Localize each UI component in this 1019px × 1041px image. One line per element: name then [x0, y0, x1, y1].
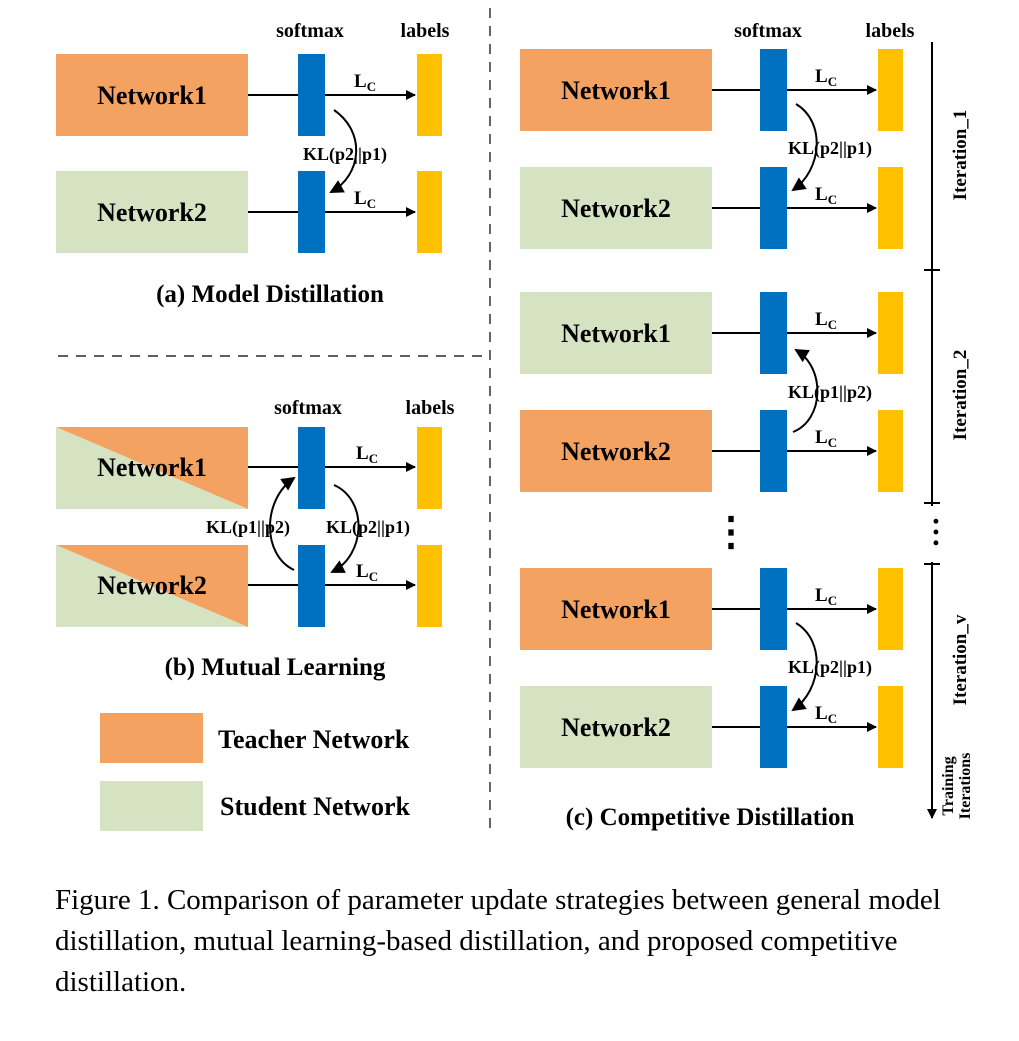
loss-label: LC — [354, 71, 376, 94]
network2-label: Network2 — [561, 713, 671, 742]
iteration-v-label: Iteration_v — [950, 614, 971, 705]
loss-label: LC — [815, 585, 837, 608]
labels-header: labels — [866, 20, 915, 42]
teacher-network-block — [520, 568, 712, 650]
student-network-block — [520, 686, 712, 768]
panel-b-title: (b) Mutual Learning — [165, 654, 386, 681]
panel-a-title: (a) Model Distillation — [156, 281, 384, 308]
kl-label: KL(p1||p2) — [206, 517, 290, 538]
network1-label: Network1 — [97, 453, 207, 482]
legend-teacher-swatch — [100, 713, 203, 763]
mixed-network-block-teacher-half — [56, 427, 248, 509]
kl-label: KL(p2||p1) — [326, 517, 410, 538]
labels-block — [417, 545, 442, 627]
loss-label: LC — [815, 309, 837, 332]
softmax-block — [760, 686, 787, 768]
mixed-network-block-teacher-half — [56, 545, 248, 627]
kl-curved-arrow-left — [269, 476, 296, 571]
panel-c-competitive-distillation: softmax labels Network1 Network2 Network… — [520, 20, 974, 831]
labels-block — [878, 167, 903, 249]
student-network-block — [520, 167, 712, 249]
labels-block — [878, 292, 903, 374]
kl-label: KL(p2||p1) — [788, 657, 872, 678]
softmax-header: softmax — [276, 20, 344, 42]
iteration-2-label: Iteration_2 — [950, 350, 971, 441]
labels-header: labels — [406, 397, 455, 419]
training-iterations-label: Training — [940, 756, 957, 815]
kl-curved-arrow — [791, 103, 818, 192]
labels-block — [417, 427, 442, 509]
network1-label: Network1 — [561, 595, 671, 624]
softmax-block — [760, 410, 787, 492]
continuation-dots: ⋮ — [711, 509, 751, 554]
panel-b-mutual-learning: softmax labels Network1 Network2 LC LC K… — [56, 397, 455, 681]
kl-label: KL(p2||p1) — [788, 138, 872, 159]
kl-label: KL(p2||p1) — [303, 144, 387, 165]
panel-c-title: (c) Competitive Distillation — [566, 804, 855, 831]
legend-student-label: Student Network — [220, 792, 410, 821]
softmax-block — [298, 171, 325, 253]
network2-label: Network2 — [97, 571, 207, 600]
network2-label: Network2 — [561, 437, 671, 466]
loss-label: LC — [815, 66, 837, 89]
network1-label: Network1 — [561, 76, 671, 105]
legend-student-swatch — [100, 781, 203, 831]
softmax-block — [760, 292, 787, 374]
teacher-network-block — [520, 49, 712, 131]
labels-header: labels — [401, 20, 450, 42]
loss-label: LC — [815, 703, 837, 726]
loss-label: LC — [356, 443, 378, 466]
softmax-block — [298, 545, 325, 627]
figure-caption: Figure 1. Comparison of parameter update… — [55, 884, 941, 998]
labels-block — [878, 568, 903, 650]
softmax-header: softmax — [734, 20, 802, 42]
teacher-network-block — [56, 54, 248, 136]
softmax-header: softmax — [274, 397, 342, 419]
legend-teacher-label: Teacher Network — [218, 725, 410, 754]
softmax-block — [298, 54, 325, 136]
network1-label: Network1 — [97, 81, 207, 110]
labels-block — [878, 49, 903, 131]
loss-label: LC — [356, 561, 378, 584]
network1-label: Network1 — [561, 319, 671, 348]
axis-continuation-dots: • • • — [926, 518, 946, 546]
kl-curved-arrow — [329, 109, 358, 193]
panel-a-model-distillation: softmax labels Network1 Network2 LC LC K… — [56, 20, 450, 308]
labels-block — [878, 410, 903, 492]
loss-label: LC — [815, 184, 837, 207]
distillation-diagram: softmax labels Network1 Network2 LC LC K… — [56, 8, 974, 835]
kl-curved-arrow — [791, 622, 818, 712]
legend: Teacher Network Student Network — [100, 713, 410, 831]
kl-curved-arrow-right — [330, 484, 360, 573]
student-network-block — [56, 171, 248, 253]
iteration-1-label: Iteration_1 — [950, 110, 971, 201]
network2-label: Network2 — [97, 198, 207, 227]
kl-curved-arrow — [792, 348, 819, 433]
softmax-block — [298, 427, 325, 509]
softmax-block — [760, 49, 787, 131]
labels-block — [417, 171, 442, 253]
loss-label: LC — [354, 188, 376, 211]
kl-label: KL(p1||p2) — [788, 382, 872, 403]
softmax-block — [760, 568, 787, 650]
student-network-block — [520, 292, 712, 374]
training-iterations-label: Iterations — [957, 753, 974, 820]
labels-block — [878, 686, 903, 768]
loss-label: LC — [815, 427, 837, 450]
network2-label: Network2 — [561, 194, 671, 223]
labels-block — [417, 54, 442, 136]
softmax-block — [760, 167, 787, 249]
teacher-network-block — [520, 410, 712, 492]
